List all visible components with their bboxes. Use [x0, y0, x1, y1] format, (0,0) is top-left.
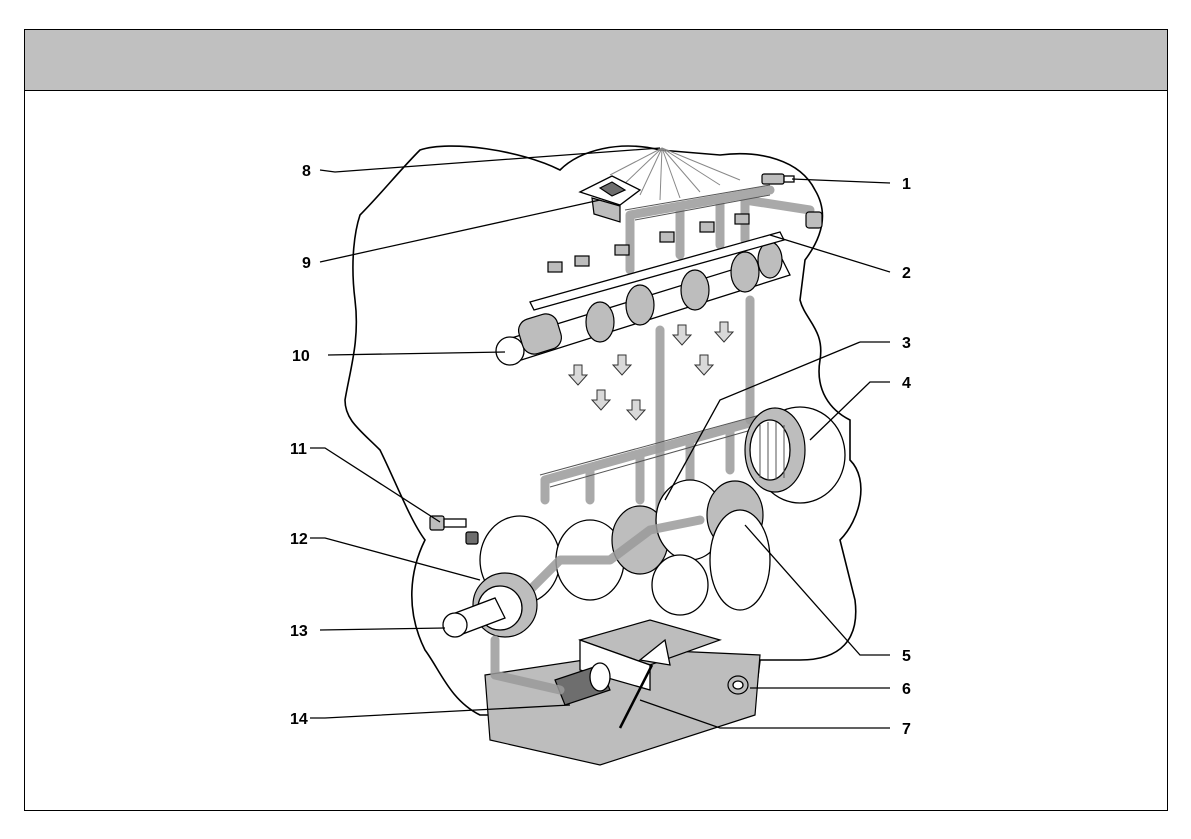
callout-9: 9: [302, 255, 311, 272]
callout-5: 5: [902, 648, 911, 665]
callout-11: 11: [290, 441, 307, 458]
leader-1: [792, 179, 890, 183]
callout-13: 13: [290, 623, 308, 640]
leader-8: [320, 148, 660, 172]
leader-11: [310, 448, 440, 522]
leader-2: [770, 235, 890, 272]
crankshaft-nose: [443, 573, 537, 637]
callout-1: 1: [902, 176, 911, 193]
oil-sump: [485, 620, 760, 765]
leader-12: [310, 538, 480, 580]
callout-6: 6: [902, 681, 911, 698]
leader-9: [320, 200, 600, 262]
callout-7: 7: [902, 721, 911, 738]
callout-8: 8: [302, 163, 311, 180]
oil-pressure-sender: [762, 174, 794, 184]
callout-4: 4: [902, 375, 911, 392]
gallery-plug: [806, 212, 822, 228]
callout-10: 10: [292, 348, 310, 365]
callout-14: 14: [290, 711, 308, 728]
callout-2: 2: [902, 265, 911, 282]
callout-12: 12: [290, 531, 308, 548]
callout-3: 3: [902, 335, 911, 352]
leader-13: [320, 628, 445, 630]
